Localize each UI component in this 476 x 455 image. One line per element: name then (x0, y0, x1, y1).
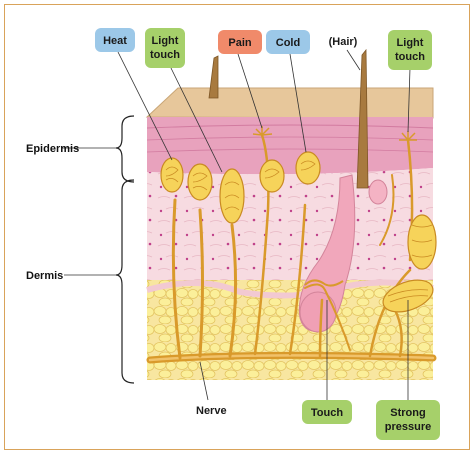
label-strong-pressure: Strong pressure (376, 400, 440, 440)
layer-brackets (116, 116, 134, 383)
label-heat: Heat (95, 28, 135, 52)
hair-shaft-small (209, 56, 218, 98)
svg-text:Cold: Cold (276, 37, 300, 49)
label-hair: (Hair) (329, 36, 358, 48)
label-light-touch-2: Light touch (388, 30, 432, 70)
epidermis-layer (147, 117, 433, 174)
label-pain: Pain (218, 30, 262, 54)
svg-text:Light: Light (152, 35, 179, 47)
svg-text:pressure: pressure (385, 421, 431, 433)
svg-text:Light: Light (397, 37, 424, 49)
svg-text:touch: touch (395, 51, 425, 63)
svg-text:touch: touch (150, 49, 180, 61)
label-light-touch-1: Light touch (145, 28, 185, 68)
svg-text:Strong: Strong (390, 407, 425, 419)
label-epidermis: Epidermis (26, 143, 79, 155)
svg-text:(Hair): (Hair) (329, 36, 358, 48)
label-cold: Cold (266, 30, 310, 54)
svg-text:Touch: Touch (311, 407, 343, 419)
label-touch: Touch (302, 400, 352, 424)
svg-text:Pain: Pain (228, 37, 252, 49)
label-nerve: Nerve (196, 405, 227, 417)
skin-surface (147, 88, 433, 118)
label-dermis: Dermis (26, 270, 63, 282)
svg-text:Heat: Heat (103, 35, 127, 47)
